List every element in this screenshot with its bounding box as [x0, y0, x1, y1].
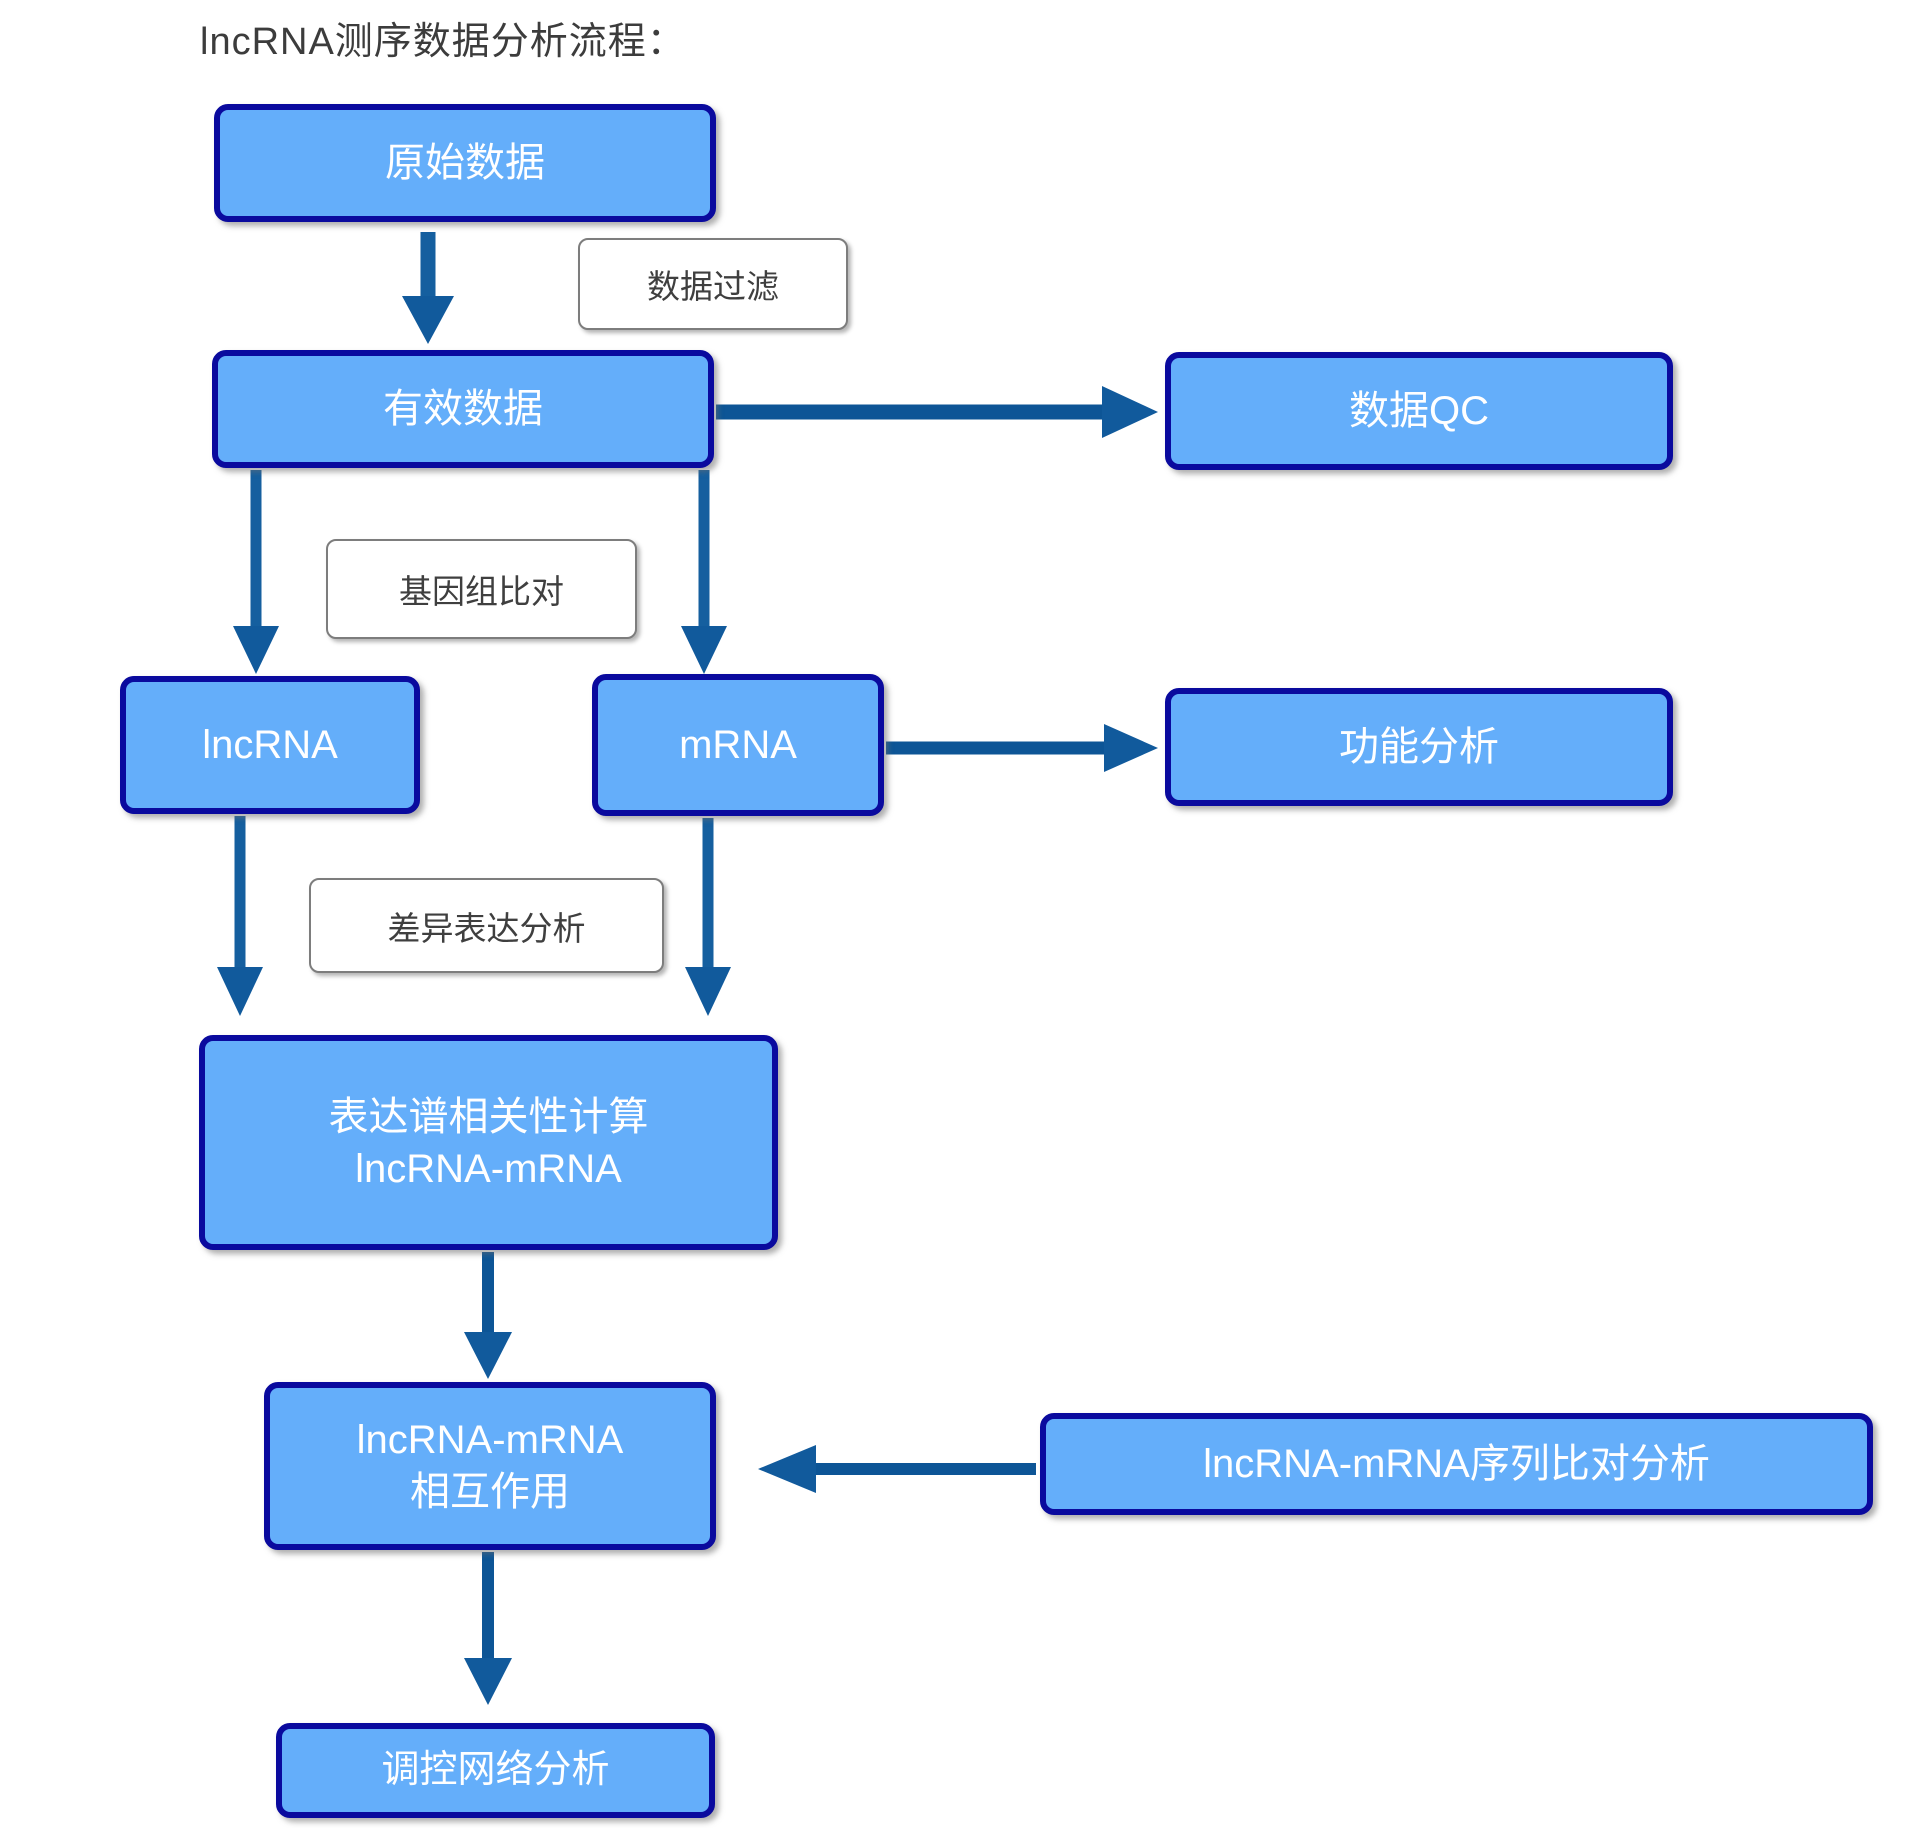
node-functional-analysis: 功能分析 — [1165, 688, 1673, 806]
edge-label-genome-alignment-text: 基因组比对 — [399, 573, 564, 610]
node-lncrna-label: lncRNA — [202, 723, 338, 767]
page-title: lncRNA测序数据分析流程： — [200, 21, 686, 63]
node-raw-data-label: 原始数据 — [385, 141, 545, 185]
arrow-mrna-to-correlation — [685, 818, 731, 1016]
arrow-correlation-to-interaction — [464, 1252, 512, 1379]
node-valid-data-label: 有效数据 — [383, 387, 543, 431]
node-valid-data: 有效数据 — [212, 350, 714, 468]
arrow-valid-to-mrna — [681, 470, 727, 674]
arrow-valid-to-qc — [716, 386, 1158, 438]
node-raw-data: 原始数据 — [214, 104, 716, 222]
node-network-analysis-label: 调控网络分析 — [381, 1748, 610, 1791]
arrow-raw-to-valid — [402, 232, 454, 344]
edge-label-data-filter-text: 数据过滤 — [647, 268, 779, 305]
node-correlation-calc-line2: lncRNA-mRNA — [355, 1146, 622, 1191]
node-seq-alignment-analysis-label: lncRNA-mRNA序列比对分析 — [1203, 1442, 1710, 1486]
node-lncrna-mrna-interaction-line1: lncRNA-mRNA — [356, 1418, 624, 1462]
node-mrna-label: mRNA — [679, 723, 797, 767]
node-lncrna: lncRNA — [120, 676, 420, 814]
node-correlation-calc: 表达谱相关性计算 lncRNA-mRNA — [199, 1035, 778, 1250]
arrow-seqalign-to-interaction — [758, 1445, 1036, 1493]
node-lncrna-mrna-interaction: lncRNA-mRNA 相互作用 — [264, 1382, 716, 1550]
edge-label-data-filter: 数据过滤 — [578, 238, 848, 330]
node-seq-alignment-analysis: lncRNA-mRNA序列比对分析 — [1040, 1413, 1873, 1515]
edge-label-diff-expression-text: 差异表达分析 — [387, 909, 586, 947]
node-functional-analysis-label: 功能分析 — [1339, 725, 1499, 769]
edge-label-genome-alignment: 基因组比对 — [326, 539, 637, 639]
node-data-qc: 数据QC — [1165, 352, 1673, 470]
node-lncrna-mrna-interaction-line2: 相互作用 — [410, 1470, 570, 1514]
node-network-analysis: 调控网络分析 — [276, 1723, 715, 1818]
node-data-qc-label: 数据QC — [1349, 389, 1489, 433]
node-correlation-calc-line1: 表达谱相关性计算 — [328, 1094, 649, 1139]
arrow-mrna-to-func — [886, 724, 1158, 772]
node-mrna: mRNA — [592, 674, 884, 816]
arrow-interaction-to-network — [464, 1552, 512, 1705]
arrow-valid-to-lncrna — [233, 470, 279, 674]
edge-label-diff-expression: 差异表达分析 — [309, 878, 664, 973]
arrow-lncrna-to-correlation — [217, 816, 263, 1016]
